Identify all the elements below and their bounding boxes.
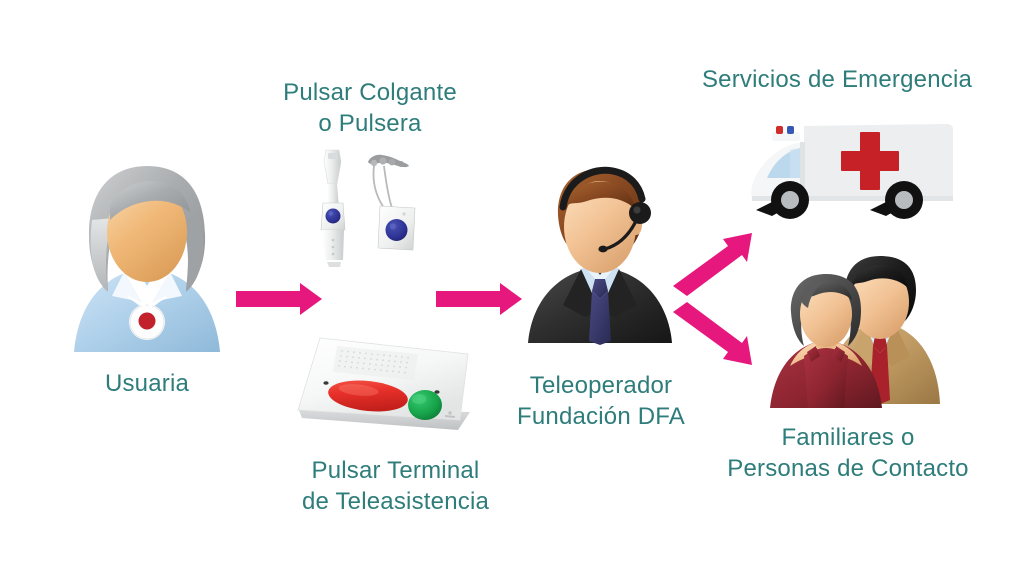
ambulance-rear-wheel-icon <box>870 181 923 219</box>
headset-band-icon <box>559 166 646 211</box>
couple-avatar-icon <box>770 256 940 408</box>
speaker-grille-icon <box>333 346 418 380</box>
couple-woman-figure <box>770 274 882 408</box>
pendant-blue-button-icon <box>385 219 408 241</box>
arrow-devices-to-operator <box>436 283 522 315</box>
terminal-green-button-icon <box>408 390 442 420</box>
pendant-red-button-icon <box>138 312 156 330</box>
telecare-terminal-icon <box>297 337 470 430</box>
ambulance-front-wheel-icon <box>756 181 809 219</box>
ambulance-blue-light-icon <box>787 126 794 134</box>
label-familiares-line2: Personas de Contacto <box>727 455 969 482</box>
label-terminal-line2: de Teleasistencia <box>301 488 490 515</box>
arrow-operator-to-emergency <box>673 233 752 296</box>
label-operator-line2: Fundación DFA <box>516 403 686 430</box>
label-pendant-line2: o Pulsera <box>318 110 422 137</box>
label-operator-line1: Teleoperador <box>529 372 673 399</box>
red-cross-icon <box>841 132 899 190</box>
led-indicator-right-icon <box>434 390 440 394</box>
label-servicios-emergencia: Servicios de Emergencia <box>701 66 973 93</box>
node-telecare-terminal <box>290 332 475 442</box>
label-terminal-line1: Pulsar Terminal <box>311 457 480 484</box>
label-familiares-line1: Familiares o <box>781 424 915 451</box>
node-usuaria <box>62 160 232 355</box>
headset-mic-boom-icon <box>603 219 638 251</box>
node-servicios-emergencia <box>742 112 960 224</box>
node-teleoperador <box>523 165 678 345</box>
wristband-blue-button-icon <box>325 208 341 224</box>
terminal-red-button-icon <box>328 380 408 412</box>
label-pendant-line1: Pulsar Colgante <box>283 79 457 106</box>
arrow-user-to-devices <box>236 283 322 315</box>
headset-mic-icon <box>598 245 608 253</box>
headset-earcup-icon <box>629 202 651 224</box>
pendant-and-wristband-icon <box>320 149 416 267</box>
terminal-logo-mark-icon <box>445 411 455 418</box>
arrow-operator-to-family <box>673 302 752 365</box>
led-indicator-left-icon <box>323 381 329 385</box>
label-usuaria: Usuaria <box>104 370 190 397</box>
node-pendant-wristband <box>312 148 437 268</box>
elderly-woman-avatar-icon <box>74 166 220 352</box>
node-familiares <box>764 252 944 410</box>
ambulance-red-light-icon <box>776 126 783 134</box>
operator-headset-avatar-icon <box>528 166 672 345</box>
ambulance-icon <box>751 124 953 219</box>
